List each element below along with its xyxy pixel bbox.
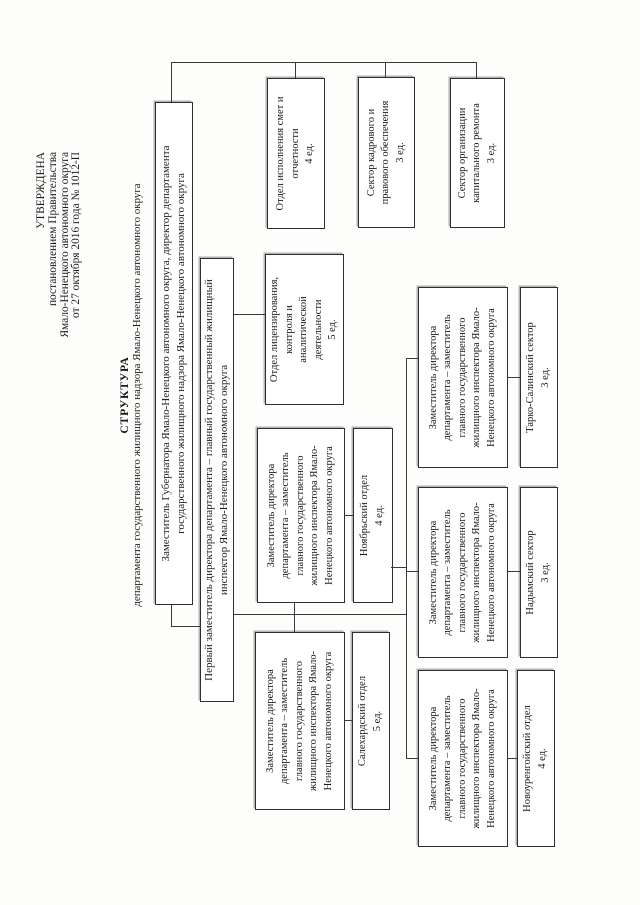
connector-line <box>507 571 521 572</box>
box-line: правового обеспечения <box>380 100 392 205</box>
box-line: Ненецкого автономного округа <box>485 689 497 828</box>
staff-count: 4 ед. <box>374 505 385 526</box>
box-line: Салехардский отдел <box>357 675 369 767</box>
box-line: Ненецкого автономного округа <box>485 308 497 447</box>
title-subtitle: департамента государственного жилищного … <box>131 183 143 607</box>
box-line: Отдел лицензирования, <box>269 276 281 383</box>
document-title: СТРУКТУРА департамента государственного … <box>118 150 144 640</box>
deputy-director-box-novy-urengoy: Заместитель директора департамента – зам… <box>418 670 508 847</box>
connector-line <box>476 62 477 78</box>
box-line: капитального ремонта <box>471 103 483 203</box>
box-line: жилищного инспектора Ямало- <box>308 650 320 792</box>
box-line: департамента – заместитель <box>442 695 454 822</box>
approval-line: от 27 октября 2016 года № 1012-П <box>70 152 83 318</box>
box-line: главного государственного <box>294 455 306 576</box>
box-line: департамента – заместитель <box>280 452 292 579</box>
licensing-dept-box: Отдел лицензирования, контроля и аналити… <box>265 254 344 405</box>
connector-line <box>391 567 407 568</box>
connector-line <box>406 358 407 759</box>
noyabrsk-dept-box: Ноябрьский отдел 4 ед. <box>353 428 393 603</box>
staff-count: 5 ед. <box>327 319 339 340</box>
staff-count: 4 ед. <box>304 143 316 164</box>
box-line: Сектор организации <box>456 107 468 199</box>
novy-urengoy-dept-box: Новоуренгойский отдел 4 ед. <box>517 670 555 847</box>
box-line: инспектор Ямало-Ненецкого автономного ок… <box>218 364 230 596</box>
box-line: Новоуренгойский отдел <box>522 705 534 812</box>
box-line: Заместитель директора <box>427 520 439 625</box>
hr-legal-sector-box: Сектор кадрового и правового обеспечения… <box>358 77 415 228</box>
box-line: Ненецкого автономного округа <box>485 503 497 642</box>
connector-line <box>507 758 518 759</box>
staff-count: 3 ед. <box>540 562 551 583</box>
connector-line <box>233 614 407 615</box>
box-line: главного государственного <box>456 317 468 438</box>
tarko-sale-sector-box: Тарко-Салинский сектор 3 ед. <box>520 287 558 468</box>
staff-count: 3 ед. <box>485 142 497 164</box>
box-line: главного государственного <box>456 698 468 819</box>
connector-line <box>406 758 418 759</box>
staff-count: 4 ед. <box>537 748 548 769</box>
box-line: департамента – заместитель <box>442 509 454 636</box>
connector-line <box>171 605 172 627</box>
staff-count: 5 ед. <box>372 710 383 732</box>
connector-line <box>233 314 265 315</box>
connector-line <box>171 626 201 627</box>
box-line: жилищного инспектора Ямало- <box>471 307 483 448</box>
connector-line <box>344 720 353 721</box>
box-line: государственного жилищного надзора Ямало… <box>175 173 187 534</box>
connector-line <box>294 603 295 632</box>
first-deputy-box: Первый заместитель директора департамент… <box>200 258 234 702</box>
approval-block: УТВЕРЖДЕНА постановлением Правительства … <box>35 152 83 465</box>
box-line: жилищного инспектора Ямало- <box>471 688 483 829</box>
connector-line <box>171 62 172 102</box>
box-line: главного государственного <box>293 661 305 781</box>
budget-dept-box: Отдел исполнения смет и отчетности 4 ед. <box>267 78 325 229</box>
box-line: отчетности <box>289 128 301 179</box>
deputy-director-box-salekhard: Заместитель директора департамента – зам… <box>255 632 345 810</box>
deputy-director-box-tarko-sale: Заместитель директора департамента – зам… <box>418 287 508 468</box>
box-line: Ненецкого автономного округа <box>323 446 335 585</box>
capital-repair-sector-box: Сектор организации капитального ремонта … <box>450 78 505 228</box>
box-line: аналитической <box>298 296 310 363</box>
connector-line <box>507 377 521 378</box>
deputy-director-box-nadym: Заместитель директора департамента – зам… <box>418 487 508 658</box>
staff-count: 3 ед. <box>394 142 406 163</box>
box-line: Отдел исполнения смет и <box>275 96 287 211</box>
salekhard-dept-box: Салехардский отдел 5 ед. <box>352 632 390 810</box>
box-line: жилищного инспектора Ямало- <box>471 502 483 643</box>
box-line: Надымский сектор <box>525 530 537 615</box>
box-line: департамента – заместитель <box>442 314 454 441</box>
connector-line <box>406 358 418 359</box>
box-line: Ноябрьский отдел <box>359 474 371 557</box>
nadym-sector-box: Надымский сектор 3 ед. <box>520 487 558 658</box>
box-line: Заместитель Губернатора Ямало-Ненецкого … <box>159 145 172 562</box>
box-line: Ненецкого автономного округа <box>322 651 334 791</box>
connector-line <box>171 62 477 63</box>
box-line: главного государственного <box>456 512 468 633</box>
staff-count: 3 ед. <box>540 367 551 388</box>
box-line: Заместитель директора <box>427 325 439 430</box>
box-line: Заместитель директора <box>264 669 276 773</box>
deputy-director-box-noyabrsk: Заместитель директора департамента – зам… <box>257 428 345 603</box>
connector-line <box>295 62 296 78</box>
box-line: Заместитель директора <box>265 463 277 568</box>
box-line: департамента – заместитель <box>279 657 291 785</box>
connector-line <box>385 62 386 77</box>
box-line: Первый заместитель директора департамент… <box>202 279 215 681</box>
title-word: СТРУКТУРА <box>118 356 131 434</box>
box-line: деятельности <box>312 299 324 360</box>
connector-line <box>406 571 418 572</box>
box-line: контроля и <box>283 305 295 354</box>
approval-line: постановлением Правительства <box>46 152 59 307</box>
box-line: жилищного инспектора Ямало- <box>309 445 321 586</box>
box-line: Заместитель директора <box>427 706 439 811</box>
director-box: Заместитель Губернатора Ямало-Ненецкого … <box>155 102 193 605</box>
connector-line <box>344 515 354 516</box>
box-line: Сектор кадрового и <box>365 108 377 197</box>
box-line: Тарко-Салинский сектор <box>525 322 537 433</box>
